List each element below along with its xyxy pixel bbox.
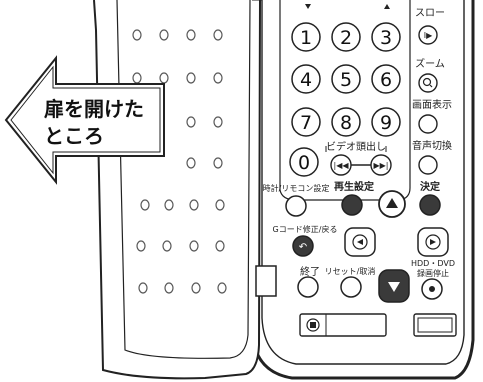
digit-9-label: 9: [380, 112, 392, 134]
record-stop-label: 録画停止: [417, 268, 449, 278]
record-stop-icon: [429, 286, 435, 292]
callout-arrow: [4, 55, 165, 185]
digit-8-label: 8: [340, 112, 352, 134]
zoom-button[interactable]: [418, 73, 438, 93]
top-up-arrow-mark: [384, 4, 390, 9]
enter-button[interactable]: [419, 194, 441, 216]
digit-0-button[interactable]: [289, 147, 319, 177]
exit-label: 終了: [300, 265, 320, 278]
slow-icon: I▶: [424, 31, 433, 40]
digit-1-button[interactable]: [291, 22, 321, 52]
digit-buttons: 1 2 3 4 5 6 7 8 9 0: [289, 22, 401, 177]
exit-button[interactable]: [297, 276, 319, 298]
slow-button[interactable]: [418, 25, 438, 45]
callout-text-line2: ところ: [44, 124, 104, 148]
screen-display-button[interactable]: [418, 114, 438, 134]
clock-remote-setup-button[interactable]: [285, 195, 307, 217]
video-cue-label: ビデオ頭出し: [326, 140, 386, 153]
digit-3-button[interactable]: [371, 22, 401, 52]
door-outline: [93, 0, 261, 380]
skip-back-icon: |◀◀: [334, 161, 350, 170]
digit-8-button[interactable]: [331, 107, 361, 137]
left-arrow-ring: [352, 234, 368, 250]
left-arrow-icon: [357, 239, 363, 245]
bottom-slot-right-inner: [417, 317, 453, 333]
gcode-back-label: Gコード修正/戻る: [273, 224, 338, 234]
enter-label: 決定: [420, 180, 440, 193]
digit-4-label: 4: [300, 69, 312, 91]
zoom-label: ズーム: [415, 57, 445, 70]
zoom-icon-handle: [429, 84, 433, 88]
screen-display-label: 画面表示: [412, 98, 452, 111]
digit-2-label: 2: [340, 27, 352, 49]
digit-7-button[interactable]: [291, 107, 321, 137]
callout-arrow-inner: [10, 65, 161, 175]
door-dot-grid: [132, 29, 227, 294]
door-hinge: [255, 265, 277, 297]
door-inner-edge: [116, 0, 251, 359]
digit-0-label: 0: [298, 152, 310, 174]
top-down-arrow-mark: [305, 4, 311, 9]
bottom-slot-right: [413, 313, 457, 337]
digit-6-button[interactable]: [371, 64, 401, 94]
back-icon: ↶: [299, 242, 307, 253]
digit-7-label: 7: [300, 112, 312, 134]
right-arrow-ring: [425, 234, 441, 250]
audio-switch-label: 音声切換: [412, 139, 452, 152]
digit-9-button[interactable]: [371, 107, 401, 137]
right-arrow-icon: [430, 239, 436, 245]
reset-cancel-label: リセット/取消: [325, 266, 376, 276]
hdd-dvd-label: HDD・DVD: [411, 259, 455, 268]
digit-6-label: 6: [380, 69, 392, 91]
audio-switch-button[interactable]: [418, 155, 438, 175]
bottom-slot-left: [299, 313, 387, 337]
down-arrow-icon: [388, 282, 400, 292]
bottom-slot-knob-inner: [310, 322, 316, 328]
digit-1-label: 1: [300, 27, 312, 49]
skip-forward-icon: ▶▶|: [374, 161, 389, 170]
digit-3-label: 3: [380, 27, 392, 49]
up-arrow-icon: [386, 198, 398, 208]
reset-cancel-button[interactable]: [340, 276, 362, 298]
zoom-icon: [422, 77, 432, 87]
callout-text-line1: 扉を開けた: [44, 97, 144, 121]
playback-setup-button[interactable]: [341, 194, 363, 216]
digit-5-label: 5: [340, 69, 352, 91]
playback-setup-label: 再生設定: [334, 180, 374, 193]
remote-inner-panel: [261, 0, 465, 365]
digit-5-button[interactable]: [331, 64, 361, 94]
gcode-back-button[interactable]: [292, 235, 314, 257]
digit-2-button[interactable]: [331, 22, 361, 52]
clock-remote-setup-label: 時計/リモコン設定: [263, 183, 330, 193]
digit-4-button[interactable]: [291, 64, 321, 94]
video-cue-bracket: [325, 146, 387, 152]
slow-label: スロー: [415, 8, 445, 19]
